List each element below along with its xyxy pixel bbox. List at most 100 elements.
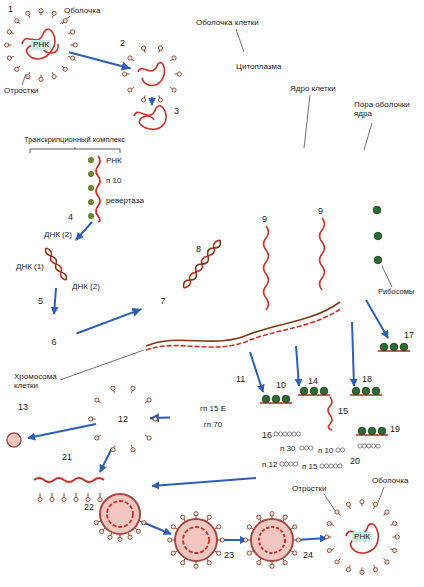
protein-bead xyxy=(278,432,282,436)
ribosome xyxy=(310,387,318,395)
text-holder: п 10 xyxy=(318,446,333,455)
part-label: Ядро клетки xyxy=(290,84,336,93)
virus-spike xyxy=(93,419,96,420)
virus-spike xyxy=(99,529,103,533)
ring-outline xyxy=(36,324,72,360)
ribosome xyxy=(380,343,388,351)
text-holder: 14 xyxy=(308,376,318,386)
virus-spike xyxy=(147,436,151,440)
flow-arrow xyxy=(28,424,96,438)
budding-virus xyxy=(259,527,285,553)
protein-bead xyxy=(338,464,342,468)
mrna-strand xyxy=(328,397,332,430)
protein-bead xyxy=(304,446,308,450)
transcription-complex xyxy=(88,157,93,162)
protein-bead xyxy=(292,432,296,436)
virus-spike xyxy=(15,67,19,71)
callout-number: 10 xyxy=(276,380,286,390)
virus-spike xyxy=(360,570,364,574)
virus-spike xyxy=(327,548,331,552)
virus-outline xyxy=(20,24,63,67)
virus-spike xyxy=(18,66,20,68)
virus-spike xyxy=(7,30,11,34)
virus-spike xyxy=(68,33,70,34)
virus-spike xyxy=(329,537,332,538)
virus-spike xyxy=(385,560,389,564)
virus-spike xyxy=(171,525,175,529)
ring-outline xyxy=(32,320,76,364)
virus-spike xyxy=(360,500,364,504)
text-holder: ДНК (1) xyxy=(16,262,44,271)
virus-spike xyxy=(296,538,300,542)
virus-spike xyxy=(131,448,135,452)
virus-spike xyxy=(331,524,333,525)
protein-bead xyxy=(296,432,300,436)
transcription-complex xyxy=(88,185,93,190)
virus-spike xyxy=(385,510,389,514)
flow-arrow xyxy=(76,309,141,333)
virus-spike xyxy=(247,551,251,555)
virus-spike xyxy=(63,19,67,23)
virus-spike xyxy=(335,560,339,564)
viral-rna xyxy=(22,29,378,553)
virus-spike xyxy=(9,45,12,46)
part-label: Цитоплазма xyxy=(236,62,281,71)
text-holder: п 15 xyxy=(302,462,317,471)
virus-spike xyxy=(88,493,89,497)
virus-spike xyxy=(50,497,54,501)
flow-arrow xyxy=(69,52,131,68)
virus-spike xyxy=(260,519,261,521)
virus-spike xyxy=(362,568,363,571)
text-holder: п 30 xyxy=(280,444,295,453)
virus-spike xyxy=(217,551,221,555)
budding-virus xyxy=(100,494,140,534)
vesicle-outline xyxy=(97,393,149,445)
virus-spike xyxy=(40,493,41,497)
virus-spike xyxy=(111,533,112,535)
virus-spike xyxy=(141,46,145,50)
virus-spike xyxy=(29,72,30,74)
text-holder: гп 15 Е xyxy=(200,404,226,413)
virus-spike xyxy=(111,386,115,390)
text-holder: ревертаза xyxy=(106,196,144,205)
vesicle: 11гп 15 Егп 70 xyxy=(170,388,256,444)
ribosome xyxy=(390,343,398,351)
text-holder: 21 xyxy=(62,452,72,462)
text-holder: 13 xyxy=(18,402,28,412)
protein-bead xyxy=(376,444,380,448)
protein-bead xyxy=(336,448,340,452)
virus-spike xyxy=(26,75,30,79)
virus-spike xyxy=(390,524,392,525)
protein-label: гп 15 Е xyxy=(200,404,226,413)
part-label: Рибосомы xyxy=(378,288,414,297)
transcription-complex xyxy=(88,213,93,218)
virus-spike xyxy=(293,551,297,555)
virus-spike xyxy=(128,88,132,92)
virus-spike xyxy=(11,33,13,34)
text-holder: Транскрипционный комплекс xyxy=(24,136,125,145)
virus-spike xyxy=(52,75,56,79)
cell-outline xyxy=(151,308,424,587)
part-label: ДНК (2) xyxy=(72,282,100,291)
ribosome xyxy=(368,427,376,435)
flow-arrow xyxy=(76,222,92,240)
virus-spike xyxy=(339,514,341,516)
protein-bead xyxy=(274,432,278,436)
virus-spike xyxy=(108,535,112,539)
chromosome xyxy=(264,226,269,310)
virus-spike xyxy=(63,67,67,71)
protein-bead xyxy=(329,464,333,468)
flow-arrow xyxy=(250,352,263,392)
chromosome xyxy=(146,218,342,350)
callout-number: 3 xyxy=(174,106,179,116)
flow-arrow xyxy=(54,288,56,314)
callout-number: 11 xyxy=(236,374,245,384)
virus-spike xyxy=(89,417,93,421)
virus-spike xyxy=(118,537,122,541)
virus-spike xyxy=(294,540,297,541)
ribosome xyxy=(262,395,270,403)
virus-spike xyxy=(393,537,396,538)
leader-line xyxy=(324,494,336,512)
text-holder: 23 xyxy=(224,550,234,560)
